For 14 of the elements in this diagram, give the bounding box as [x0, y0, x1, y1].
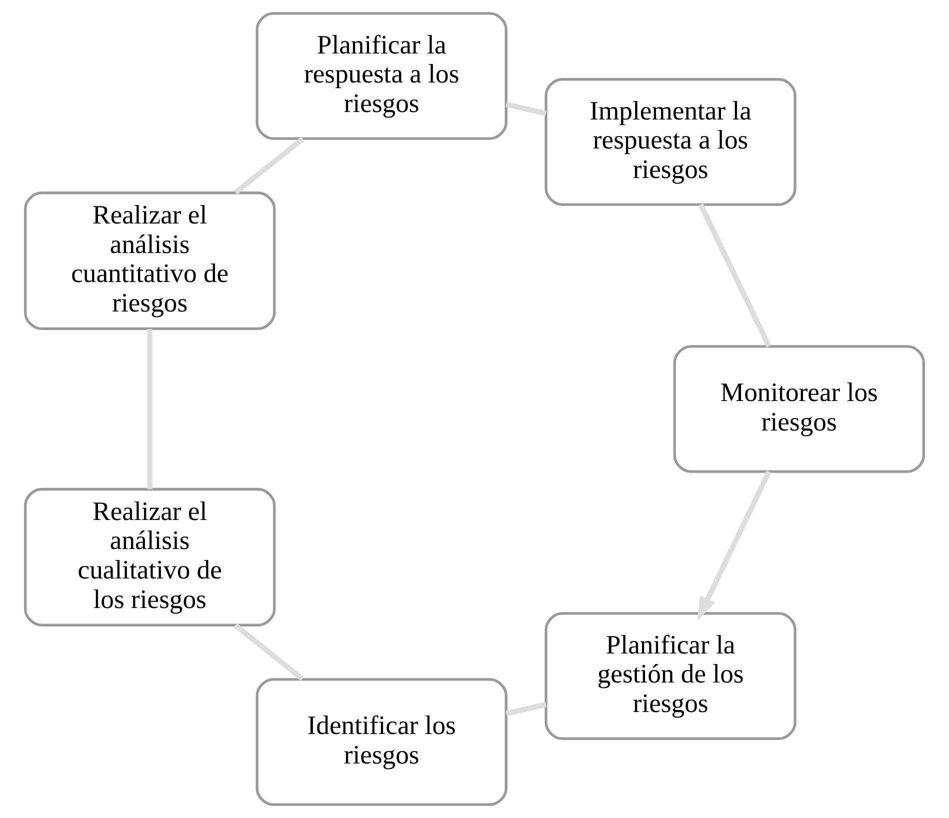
connector	[234, 136, 304, 195]
node-box: Planificar la gestión de los riesgos	[544, 612, 796, 740]
connector	[234, 623, 304, 681]
node-box: Identificar los riesgos	[256, 678, 508, 806]
node-box: Planificar la respuesta a los riesgos	[256, 12, 508, 140]
connector	[147, 329, 153, 490]
node-box: Implementar la respuesta a los riesgos	[544, 78, 796, 206]
arrow	[697, 470, 772, 621]
connector	[506, 102, 546, 116]
connector	[506, 702, 546, 716]
node-box: Realizar el análisis cualitativo de los riesgos	[24, 488, 276, 626]
node-box: Monitorear los riesgos	[673, 345, 925, 473]
node-box: Realizar el análisis cuantitativo de riesgos	[24, 192, 276, 330]
connector	[698, 203, 772, 348]
